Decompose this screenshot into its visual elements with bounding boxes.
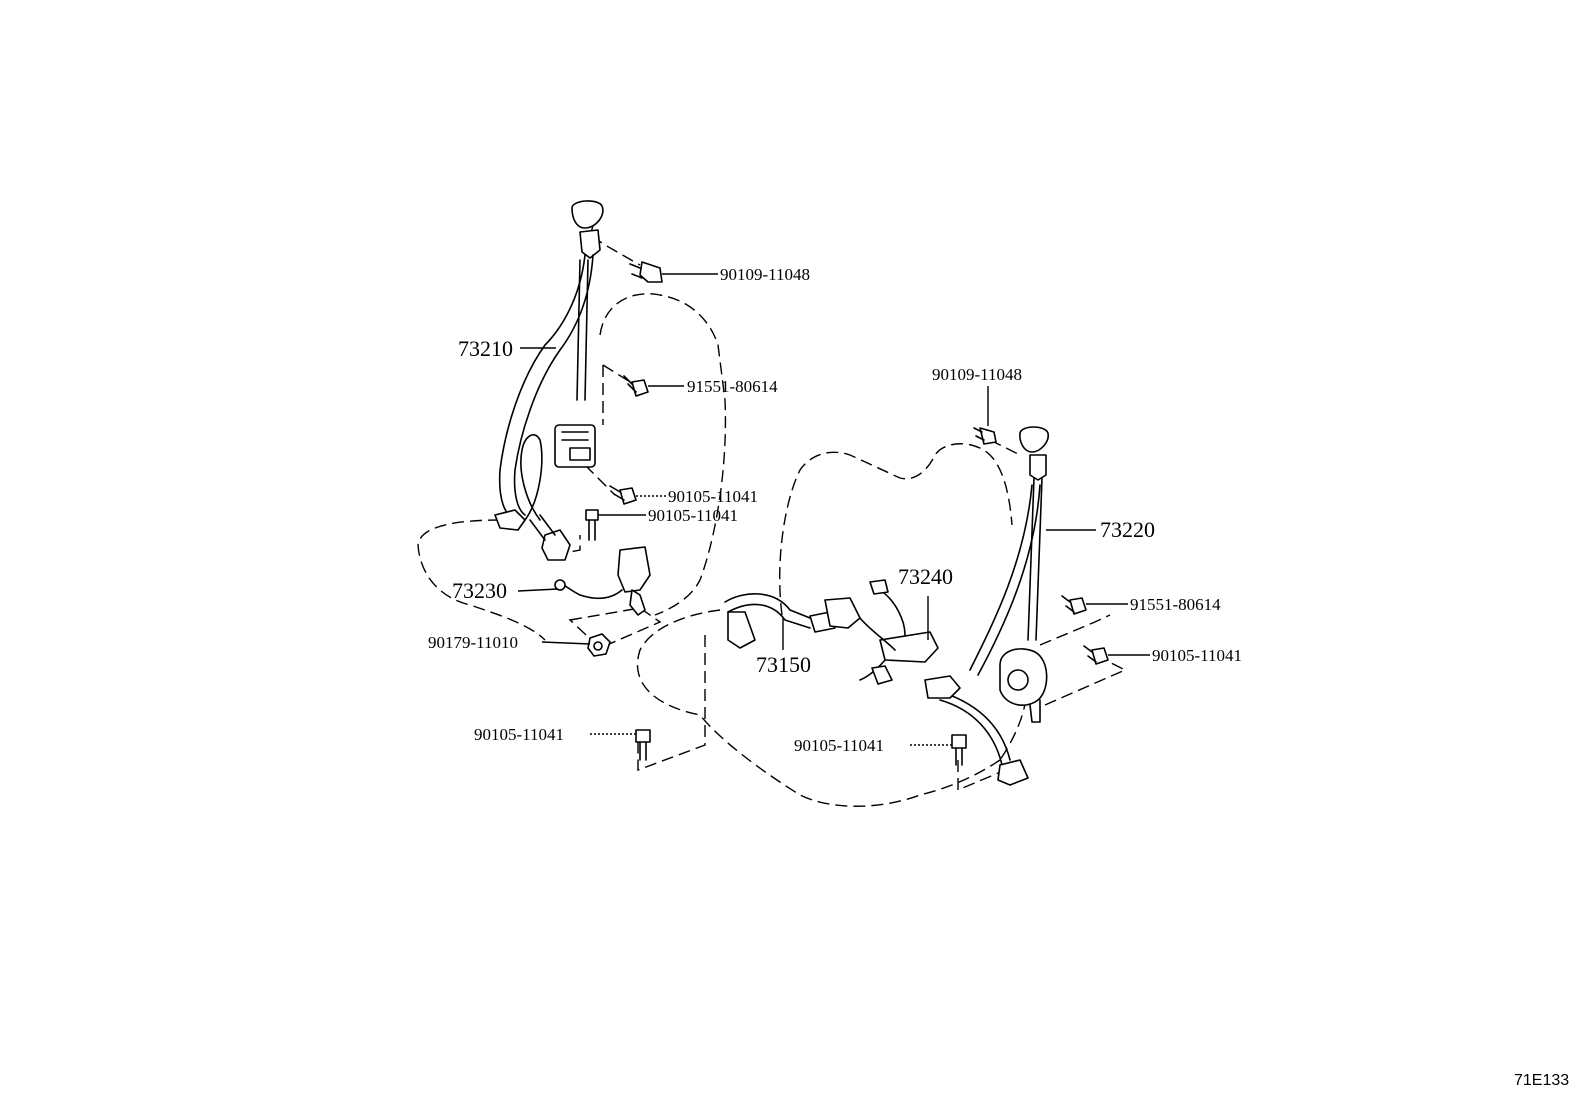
bolt-icon xyxy=(635,729,651,761)
bolt-icon xyxy=(623,375,649,397)
left-seatback-outline xyxy=(599,293,727,616)
label-90105-left-a: 90105-11041 xyxy=(668,487,758,506)
center-buckle-bracket xyxy=(871,665,893,685)
floor-dash-right xyxy=(957,760,1011,792)
right-belt-webbing xyxy=(1027,477,1043,641)
right-retractor-dash-2 xyxy=(1044,659,1127,706)
right-retractor-dash xyxy=(1039,614,1111,646)
left-anchor-plate xyxy=(579,229,601,259)
label-73220: 73220 xyxy=(1100,517,1155,542)
label-90105-floor-left: 90105-11041 xyxy=(474,725,564,744)
right-anchor-plate xyxy=(1029,454,1047,481)
label-90105-floor-right: 90105-11041 xyxy=(794,736,884,755)
left-buckle-grommet xyxy=(554,579,566,591)
left-belt-down xyxy=(529,514,556,541)
label-73210: 73210 xyxy=(458,336,513,361)
floor-dash-left xyxy=(637,635,706,772)
leader-lines xyxy=(517,273,1150,746)
left-belt-assembly xyxy=(494,200,604,561)
right-floor-anchor xyxy=(997,759,1029,786)
label-90109-right: 90109-11048 xyxy=(932,365,1022,384)
left-cushion-outline xyxy=(417,519,546,641)
bolt-icon xyxy=(629,261,663,283)
bolt-icon xyxy=(1061,595,1087,615)
left-shoulder-anchor xyxy=(571,200,604,229)
left-buckle-cable xyxy=(559,582,623,600)
bolt-icon xyxy=(609,485,637,505)
leader-73230 xyxy=(517,588,559,592)
left-buckle-bracket xyxy=(629,589,646,616)
diagram-code: 71E133 xyxy=(1514,1072,1569,1089)
right-tongue xyxy=(924,675,961,699)
label-73150: 73150 xyxy=(756,652,811,677)
part-labels: 73210 73230 73220 73240 73150 90109-1104… xyxy=(428,265,1242,755)
left-belt-tongue xyxy=(494,509,526,531)
label-91551-right: 91551-80614 xyxy=(1130,595,1221,614)
right-belt-assembly xyxy=(924,426,1050,786)
center-belt-anchor xyxy=(727,611,756,649)
right-retractor xyxy=(999,648,1048,706)
seat-outlines xyxy=(417,219,1127,807)
left-retractor-detail xyxy=(561,431,591,461)
bolt-icon xyxy=(585,509,599,541)
label-90105-left-b: 90105-11041 xyxy=(648,506,738,525)
nut-icon xyxy=(587,633,611,657)
label-73230: 73230 xyxy=(452,578,507,603)
left-buckle-dash xyxy=(568,607,662,649)
right-belt-long xyxy=(969,484,1041,676)
left-buckle-head xyxy=(617,546,651,593)
right-shoulder-anchor xyxy=(1019,426,1050,453)
right-retractor-spool xyxy=(1007,669,1029,691)
left-lower-anchor xyxy=(541,529,571,561)
fasteners xyxy=(585,261,1109,766)
right-cushion-outline xyxy=(636,609,1001,807)
right-lap-belt xyxy=(934,689,1011,766)
leader-90179 xyxy=(541,641,591,645)
bolt-icon xyxy=(973,427,997,445)
left-belt-webbing xyxy=(498,254,594,521)
left-d-ring-dash xyxy=(602,364,636,425)
center-belt-assembly xyxy=(724,579,939,685)
left-belt-lower xyxy=(576,259,589,401)
bolt-icon xyxy=(951,734,967,766)
label-73240: 73240 xyxy=(898,564,953,589)
center-buckle-connector xyxy=(869,579,889,595)
center-buckle-head xyxy=(824,597,861,629)
label-91551-left: 91551-80614 xyxy=(687,377,778,396)
center-belt-webbing xyxy=(724,593,816,629)
label-90109-left: 90109-11048 xyxy=(720,265,810,284)
left-belt-loop xyxy=(520,434,543,521)
center-buckle-latch xyxy=(879,631,939,663)
left-retractor xyxy=(554,424,596,468)
right-retractor-lug xyxy=(1029,699,1041,723)
right-seatback-outline xyxy=(779,443,1013,616)
label-90179: 90179-11010 xyxy=(428,633,518,652)
left-retractor-dash xyxy=(584,464,616,496)
label-90105-right: 90105-11041 xyxy=(1152,646,1242,665)
bolt-icon xyxy=(1083,645,1109,665)
left-buckle-assembly xyxy=(554,546,651,616)
